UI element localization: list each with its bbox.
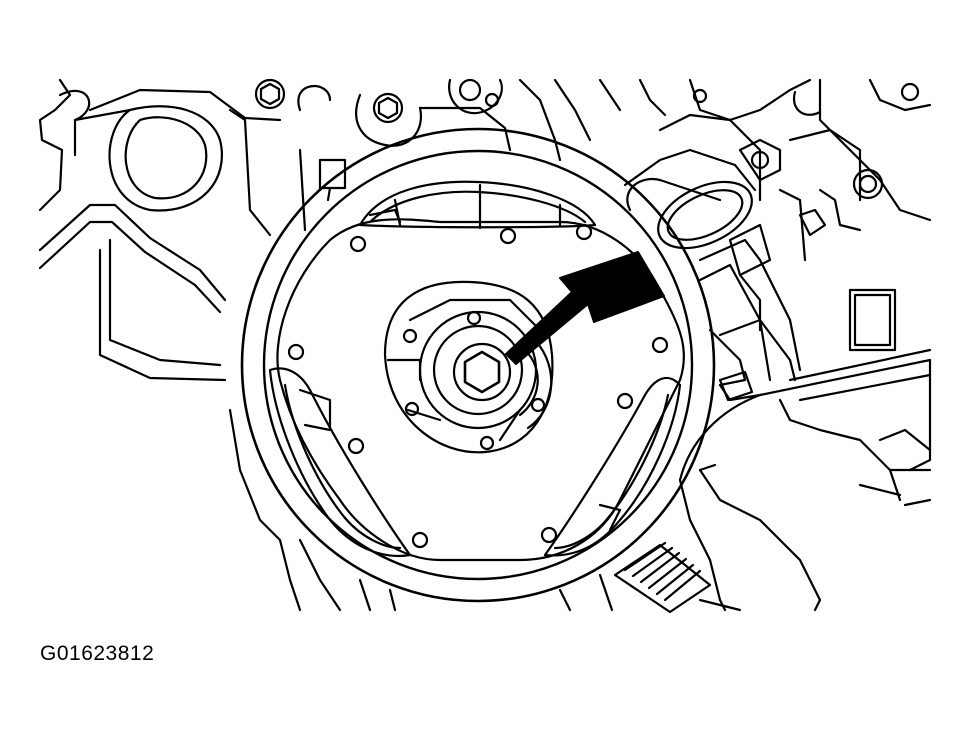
- lower-housing: [228, 408, 614, 612]
- engine-block-outline: [38, 78, 347, 382]
- crankshaft-pulley: [240, 127, 716, 603]
- pulley-hub: [383, 280, 554, 454]
- crank-bolt-hex: [463, 350, 501, 394]
- small-brackets: [698, 370, 754, 472]
- drive-belt: [613, 541, 712, 614]
- top-bolts: [254, 78, 667, 162]
- alternator: [678, 358, 932, 612]
- figure-id-caption: G01623812: [40, 642, 155, 665]
- right-components: [623, 78, 932, 402]
- arrow-pointer-icon: [505, 251, 665, 365]
